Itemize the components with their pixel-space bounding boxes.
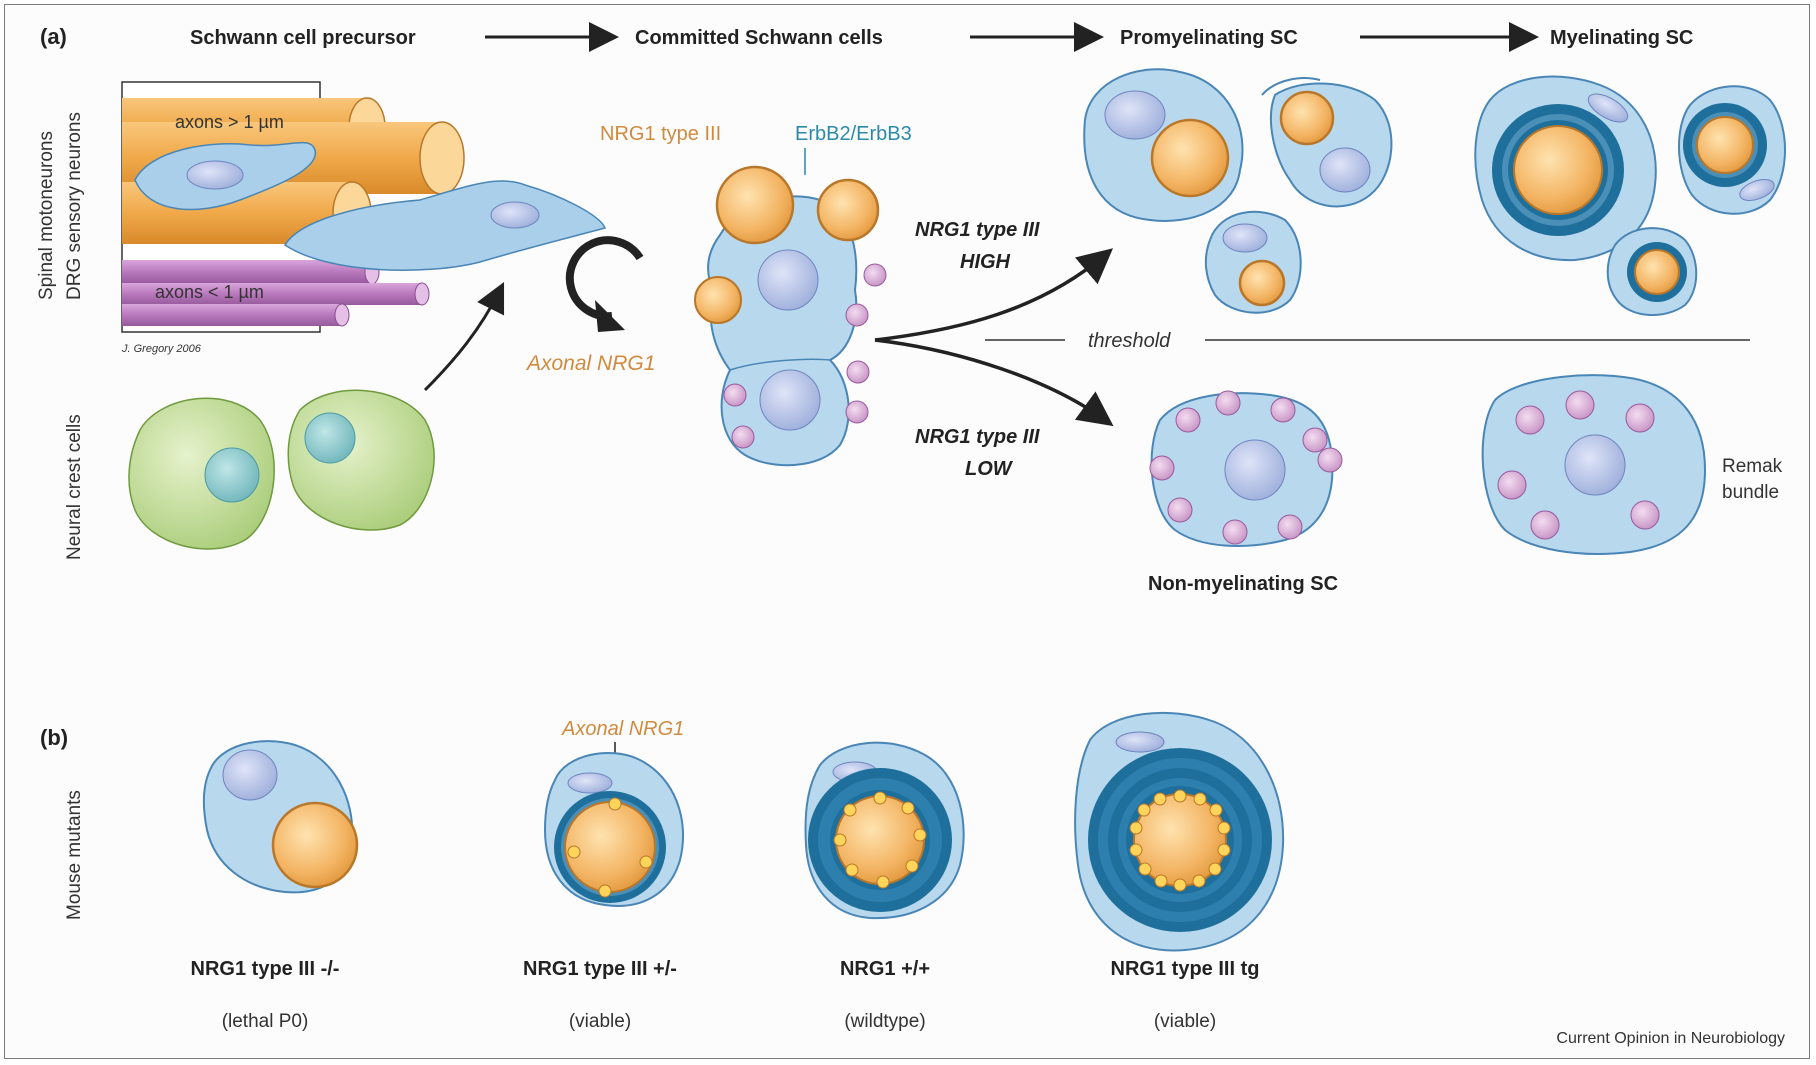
high-label-line2: HIGH [960, 251, 1011, 273]
mutant-wildtype-cell [804, 741, 965, 920]
axons-large-label: axons > 1 µm [175, 112, 284, 132]
high-label-line1: NRG1 type III [915, 219, 1040, 241]
high-arrow [874, 248, 1114, 342]
mutant-4-name: NRG1 type III tg [1111, 958, 1260, 980]
low-label-line1: NRG1 type III [915, 426, 1040, 448]
side-label-mouse-mutants: Mouse mutants [64, 790, 85, 920]
neural-crest-cells [128, 389, 435, 550]
non-myelinating-label: Non-myelinating SC [1148, 573, 1338, 595]
axons-small-label: axons < 1 µm [155, 282, 264, 302]
panel-a-label: (a) [40, 24, 67, 49]
illustrator-credit: J. Gregory 2006 [121, 343, 202, 355]
remak-label-line2: bundle [1722, 482, 1779, 503]
remak-bundle-cell [1481, 374, 1707, 555]
side-label-neural-crest: Neural crest cells [64, 414, 85, 560]
mutant-transgenic-cell [1074, 711, 1285, 952]
axonal-nrg1-label: Axonal NRG1 [525, 352, 655, 375]
committed-schwann-cells [694, 165, 887, 467]
stage-label-myelinating: Myelinating SC [1550, 27, 1693, 49]
mutant-1-name: NRG1 type III -/- [191, 958, 340, 980]
remak-label-line1: Remak [1722, 456, 1783, 477]
autocrine-circular-arrow-icon [565, 236, 644, 332]
panel-b-axonal-nrg1-label: Axonal NRG1 [561, 718, 684, 740]
mutant-3-name: NRG1 +/+ [840, 958, 930, 980]
mutant-1-note: (lethal P0) [222, 1011, 309, 1032]
stage-label-promyelinating: Promyelinating SC [1120, 27, 1298, 49]
mutant-4-note: (viable) [1154, 1011, 1216, 1032]
side-label-drg: DRG sensory neurons [64, 112, 85, 300]
low-label-line2: LOW [965, 458, 1014, 480]
low-arrow [874, 338, 1114, 427]
mutant-2-note: (viable) [569, 1011, 631, 1032]
threshold-label: threshold [1088, 330, 1171, 352]
promyelinating-sc-cells [1083, 68, 1393, 314]
journal-credit: Current Opinion in Neurobiology [1556, 1030, 1785, 1047]
mutant-2-name: NRG1 type III +/- [523, 958, 677, 980]
mutant-3-note: (wildtype) [844, 1011, 925, 1032]
mutant-heterozygous-cell [543, 752, 684, 907]
non-myelinating-sc-cell [1149, 390, 1343, 547]
stage-label-committed: Committed Schwann cells [635, 27, 883, 49]
stage-label-precursor: Schwann cell precursor [190, 27, 416, 49]
nrg1-type3-label: NRG1 type III [600, 123, 721, 145]
axon-bundle: axons > 1 µm axons < 1 µm [121, 81, 607, 333]
side-label-motoneurons: Spinal motoneurons [36, 131, 57, 300]
myelinating-sc-cells [1474, 75, 1786, 316]
neural-crest-arrow [423, 281, 505, 392]
erbb-label: ErbB2/ErbB3 [795, 123, 912, 145]
panel-b-label: (b) [40, 725, 68, 750]
mutant-knockout-cell [202, 740, 359, 894]
